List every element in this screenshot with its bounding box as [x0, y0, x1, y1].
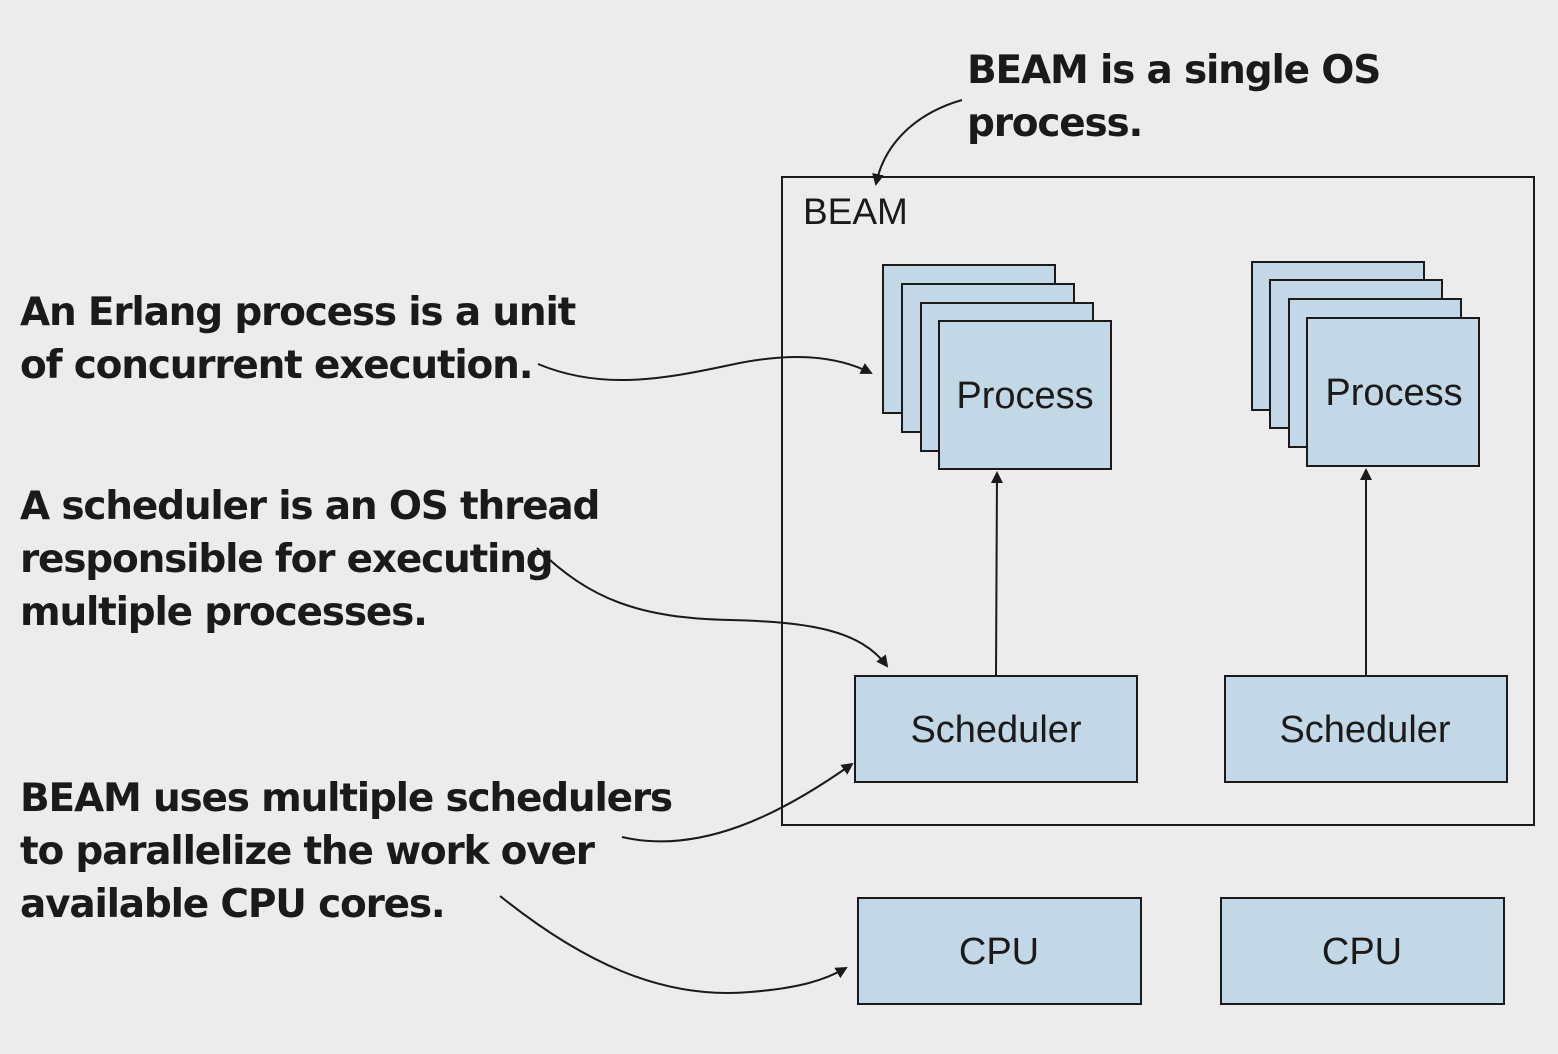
- process-stack-2: Process: [1251, 261, 1480, 467]
- callout-arrow-process: [537, 356, 873, 382]
- cpu-label-1: CPU: [959, 931, 1039, 973]
- annotation-beam-single-os-process: BEAM is a single OS process.: [967, 44, 1381, 150]
- annotation-erlang-process: An Erlang process is a unit of concurren…: [20, 286, 576, 392]
- annotation-line: to parallelize the work over: [20, 829, 595, 874]
- scheduler-label-2: Scheduler: [1279, 709, 1450, 751]
- annotation-scheduler: A scheduler is an OS thread responsible …: [20, 480, 600, 639]
- annotation-line: A scheduler is an OS thread: [20, 484, 600, 529]
- process-label-1: Process: [956, 375, 1093, 417]
- process-stack-1: Process: [882, 264, 1112, 470]
- cpu-box-1: [857, 897, 1142, 1005]
- callout-arrow-multiple: [621, 762, 854, 843]
- cpu-box-2: [1220, 897, 1505, 1005]
- process-label-2: Process: [1325, 372, 1462, 414]
- callout-arrow-scheduler: [536, 547, 889, 668]
- annotation-line: BEAM uses multiple schedulers: [20, 776, 673, 821]
- annotation-multiple-schedulers: BEAM uses multiple schedulers to paralle…: [20, 772, 673, 931]
- scheduler-box-1: [854, 675, 1138, 783]
- annotation-line: BEAM is a single OS: [967, 48, 1381, 93]
- annotation-line: available CPU cores.: [20, 882, 446, 927]
- annotation-line: process.: [967, 101, 1143, 146]
- annotation-line: multiple processes.: [20, 590, 428, 635]
- callout-arrow-beam: [872, 99, 963, 186]
- beam-label: BEAM: [803, 191, 908, 232]
- scheduler-to-process-arrow-1: [990, 471, 1003, 677]
- annotation-line: An Erlang process is a unit: [20, 290, 576, 335]
- callout-arrow-cpu: [499, 895, 848, 994]
- scheduler-label-1: Scheduler: [910, 709, 1081, 751]
- process-box-2: [1306, 317, 1480, 467]
- beam-container: [781, 176, 1535, 826]
- annotation-line: of concurrent execution.: [20, 343, 534, 388]
- cpu-label-2: CPU: [1322, 931, 1402, 973]
- process-box-1: [938, 320, 1112, 470]
- annotation-line: responsible for executing: [20, 537, 554, 582]
